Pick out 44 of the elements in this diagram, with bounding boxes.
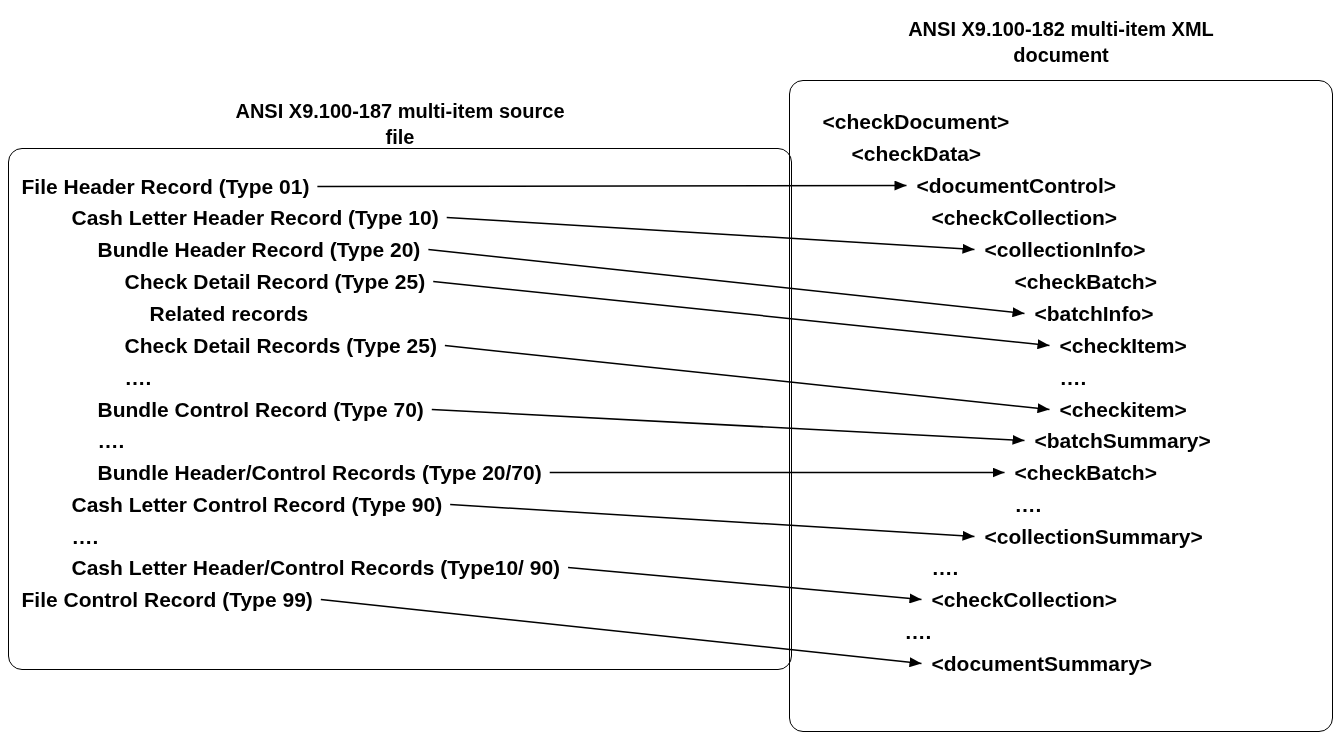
record-text: <batchInfo> xyxy=(1034,301,1154,326)
record-text: <documentControl> xyxy=(916,173,1116,198)
record-text: Cash Letter Header/Control Records (Type10/ 90) xyxy=(71,555,561,580)
arrow xyxy=(432,280,1051,350)
record-text: …. xyxy=(904,619,932,644)
record-text: …. xyxy=(124,365,152,390)
record-text: <collectionInfo> xyxy=(984,237,1146,262)
record-text: …. xyxy=(931,555,959,580)
record-text: Related records xyxy=(149,301,309,326)
record-text: …. xyxy=(1059,365,1087,390)
record-text: Bundle Control Record (Type 70) xyxy=(97,397,424,422)
record-text: <collectionSummary> xyxy=(984,524,1203,549)
record-text: File Control Record (Type 99) xyxy=(21,587,313,612)
record-text: …. xyxy=(71,524,99,549)
record-text: <batchSummary> xyxy=(1034,428,1211,453)
record-text: <checkBatch> xyxy=(1014,269,1157,294)
arrow xyxy=(316,180,908,191)
record-text: Cash Letter Header Record (Type 10) xyxy=(71,205,439,230)
arrow xyxy=(548,467,1006,478)
record-text: Bundle Header Record (Type 20) xyxy=(97,237,421,262)
arrow xyxy=(320,598,923,668)
panel-title: ANSI X9.100-182 multi-item XML document xyxy=(907,17,1215,68)
panel-title: ANSI X9.100-187 multi-item source file xyxy=(234,99,566,150)
arrow xyxy=(427,248,1026,318)
arrow xyxy=(444,344,1051,414)
arrow xyxy=(446,216,976,254)
record-text: <checkDocument> xyxy=(822,109,1010,134)
arrow xyxy=(431,408,1026,445)
record-text: Cash Letter Control Record (Type 90) xyxy=(71,492,443,517)
record-text: <checkData> xyxy=(851,141,982,166)
record-text: …. xyxy=(1014,492,1042,517)
arrow xyxy=(567,566,923,604)
record-text: <checkCollection> xyxy=(931,587,1118,612)
record-text: <checkItem> xyxy=(1059,333,1187,358)
record-text: <checkCollection> xyxy=(931,205,1118,230)
arrow xyxy=(449,503,976,541)
record-text: <documentSummary> xyxy=(931,651,1153,676)
record-text: <checkitem> xyxy=(1059,397,1187,422)
record-text: File Header Record (Type 01) xyxy=(21,174,310,199)
record-text: …. xyxy=(97,428,125,453)
record-text: Check Detail Records (Type 25) xyxy=(124,333,437,358)
record-text: Check Detail Record (Type 25) xyxy=(124,269,426,294)
record-text: <checkBatch> xyxy=(1014,460,1157,485)
record-text: Bundle Header/Control Records (Type 20/70) xyxy=(97,460,542,485)
